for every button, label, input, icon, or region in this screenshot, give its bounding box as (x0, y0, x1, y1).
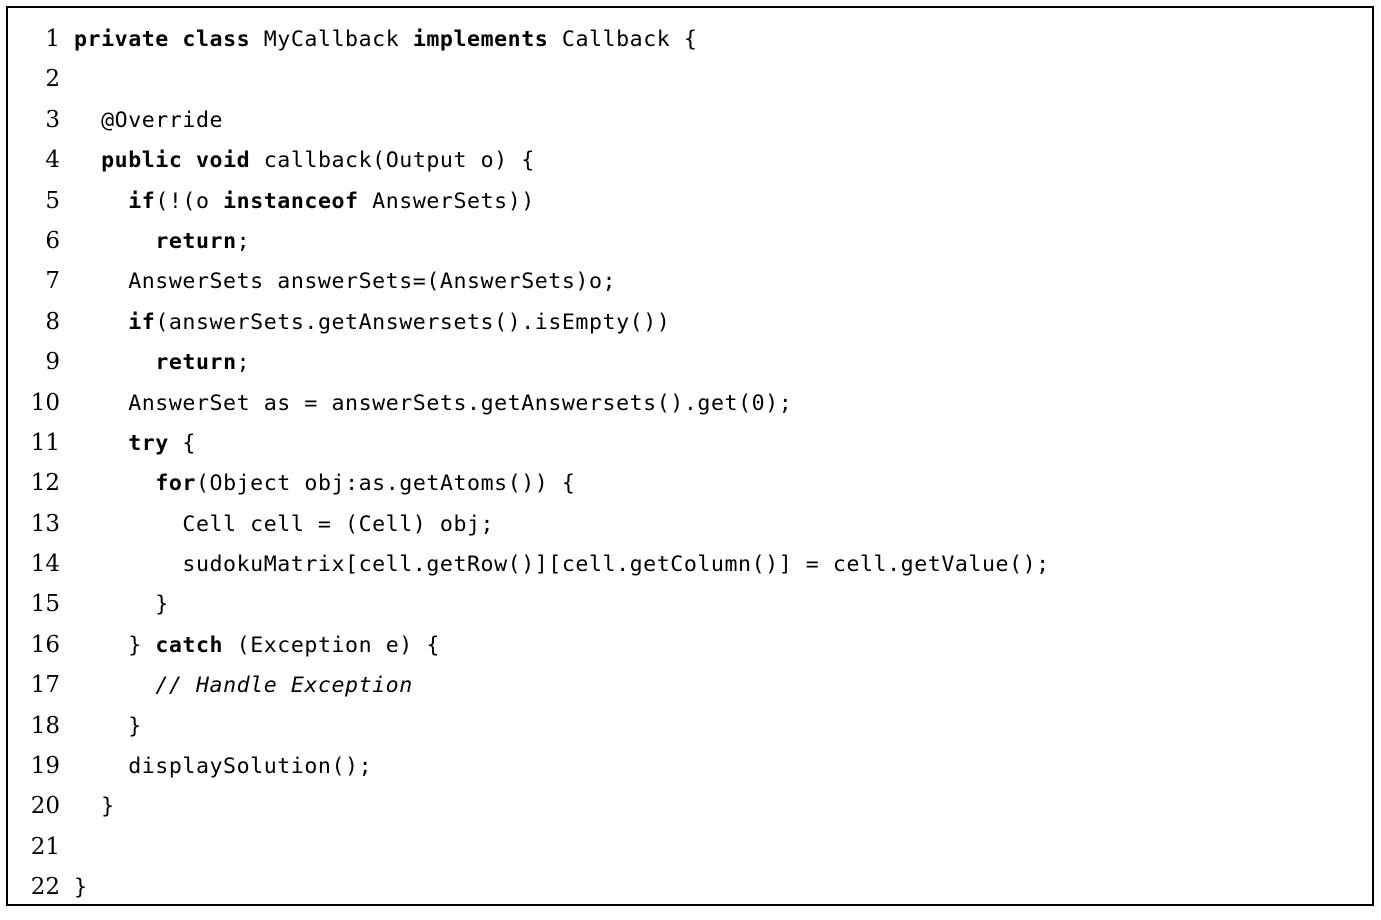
line-number: 21 (30, 833, 60, 860)
code-lines-container: 1 private class MyCallback implements Cal… (8, 19, 1372, 904)
line-code: } (74, 592, 169, 618)
line-number: 17 (30, 672, 60, 699)
line-code: } (74, 713, 142, 739)
line-code: AnswerSets answerSets=(AnswerSets)o; (128, 269, 617, 295)
line-code: AnswerSet as = answerSets.getAnswersets(… (128, 390, 793, 416)
code-line: 20 } (8, 786, 1372, 826)
code-line: 10 AnswerSet as = answerSets.getAnswerse… (8, 383, 1372, 423)
line-number: 14 (30, 551, 60, 578)
line-code: displaySolution(); (128, 754, 373, 780)
code-line: 5 if(!(o instanceof AnswerSets)) (8, 181, 1372, 221)
line-number: 7 (45, 268, 60, 295)
code-line: 15 } (8, 584, 1372, 624)
code-line: 4 public void callback(Output o) { (8, 140, 1372, 180)
code-line: 13 Cell cell = (Cell) obj; (8, 504, 1372, 544)
code-line: 9 return; (8, 342, 1372, 382)
line-number: 13 (30, 510, 60, 537)
code-line: 1 private class MyCallback implements Cal… (8, 19, 1372, 59)
line-number: 22 (30, 874, 60, 901)
code-listing-frame: 1 private class MyCallback implements Cal… (6, 6, 1374, 906)
line-number: 20 (30, 793, 60, 820)
code-line: 21 (8, 827, 1372, 867)
line-code: } (74, 875, 88, 901)
code-line: 19 displaySolution(); (8, 746, 1372, 786)
line-number: 6 (45, 227, 60, 254)
line-code: sudokuMatrix[cell.getRow()][cell.getColu… (182, 552, 1050, 578)
line-number: 1 (45, 26, 60, 52)
code-line: 18 } (8, 706, 1372, 746)
line-number: 5 (45, 187, 60, 214)
code-line: 3 @Override (8, 100, 1372, 140)
line-number: 16 (30, 631, 60, 658)
line-number: 4 (45, 147, 60, 174)
code-line: 22} (8, 867, 1372, 904)
line-code: for(Object obj:as.getAtoms()) { (155, 471, 576, 497)
code-line: 7 AnswerSets answerSets=(AnswerSets)o; (8, 261, 1372, 301)
line-code: if(answerSets.getAnswersets().isEmpty()) (128, 309, 671, 335)
code-line: 8 if(answerSets.getAnswersets().isEmpty(… (8, 302, 1372, 342)
code-line: 12 for(Object obj:as.getAtoms()) { (8, 463, 1372, 503)
line-number: 3 (45, 106, 60, 133)
line-code: if(!(o instanceof AnswerSets)) (128, 188, 535, 214)
line-code: try { (128, 430, 196, 456)
line-code: } (74, 794, 115, 820)
line-number: 12 (30, 470, 60, 497)
code-line: 11 try { (8, 423, 1372, 463)
code-line: 16 } catch (Exception e) { (8, 625, 1372, 665)
code-line: 14 sudokuMatrix[cell.getRow()][cell.getC… (8, 544, 1372, 584)
line-code: } catch (Exception e) { (74, 632, 440, 658)
line-code: public void callback(Output o) { (101, 148, 535, 174)
line-code: return; (155, 228, 251, 254)
line-number: 8 (45, 308, 60, 335)
line-number: 2 (45, 66, 60, 93)
code-line: 17 // Handle Exception (8, 665, 1372, 705)
line-number: 19 (30, 753, 60, 780)
code-line: 6 return; (8, 221, 1372, 261)
line-number: 18 (30, 712, 60, 739)
line-code: return; (155, 350, 251, 376)
line-code: // Handle Exception (155, 673, 413, 699)
line-code: @Override (74, 107, 224, 133)
code-line: 2 (8, 59, 1372, 99)
line-number: 9 (45, 349, 60, 376)
line-number: 10 (30, 389, 60, 416)
line-code: private class MyCallback implements Call… (74, 27, 698, 52)
line-number: 11 (30, 429, 60, 456)
line-number: 15 (30, 591, 60, 618)
line-code: Cell cell = (Cell) obj; (182, 511, 495, 537)
